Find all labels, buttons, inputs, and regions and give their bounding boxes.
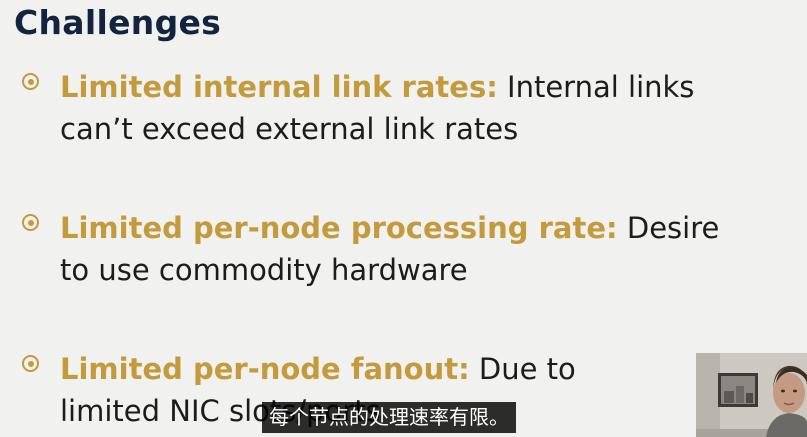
bullet-body: Due to <box>478 352 576 386</box>
bullet-line-2: can’t exceed external link rates <box>60 112 519 146</box>
bullet-line-1: Limited per-node fanout: Due to <box>60 348 807 390</box>
circled-dot-bullet-icon <box>22 214 39 231</box>
bullet-line-1: Limited per-node processing rate: Desire <box>60 207 807 249</box>
bullet-heading: Limited internal link rates: <box>60 70 498 104</box>
bullet-body: Internal links <box>507 70 695 104</box>
bullet-heading: Limited per-node fanout: <box>60 352 470 386</box>
bullet-item: Limited per-node processing rate: Desire… <box>22 207 807 291</box>
bullet-text: Limited per-node processing rate: Desire… <box>60 207 807 291</box>
webcam-overlay <box>696 353 807 437</box>
bullet-body: Desire <box>626 211 720 245</box>
bullet-item: Limited internal link rates: Internal li… <box>22 66 807 150</box>
slide-title: Challenges <box>14 3 222 42</box>
bullet-heading: Limited per-node processing rate: <box>60 211 618 245</box>
bullet-text: Limited internal link rates: Internal li… <box>60 66 807 150</box>
bullet-line-1: Limited internal link rates: Internal li… <box>60 66 807 108</box>
circled-dot-bullet-icon <box>22 355 39 372</box>
circled-dot-bullet-icon <box>22 73 39 90</box>
presenter-video <box>696 353 807 437</box>
video-subtitle: 每个节点的处理速率有限。 <box>262 402 516 433</box>
bullet-line-2: to use commodity hardware <box>60 253 468 287</box>
